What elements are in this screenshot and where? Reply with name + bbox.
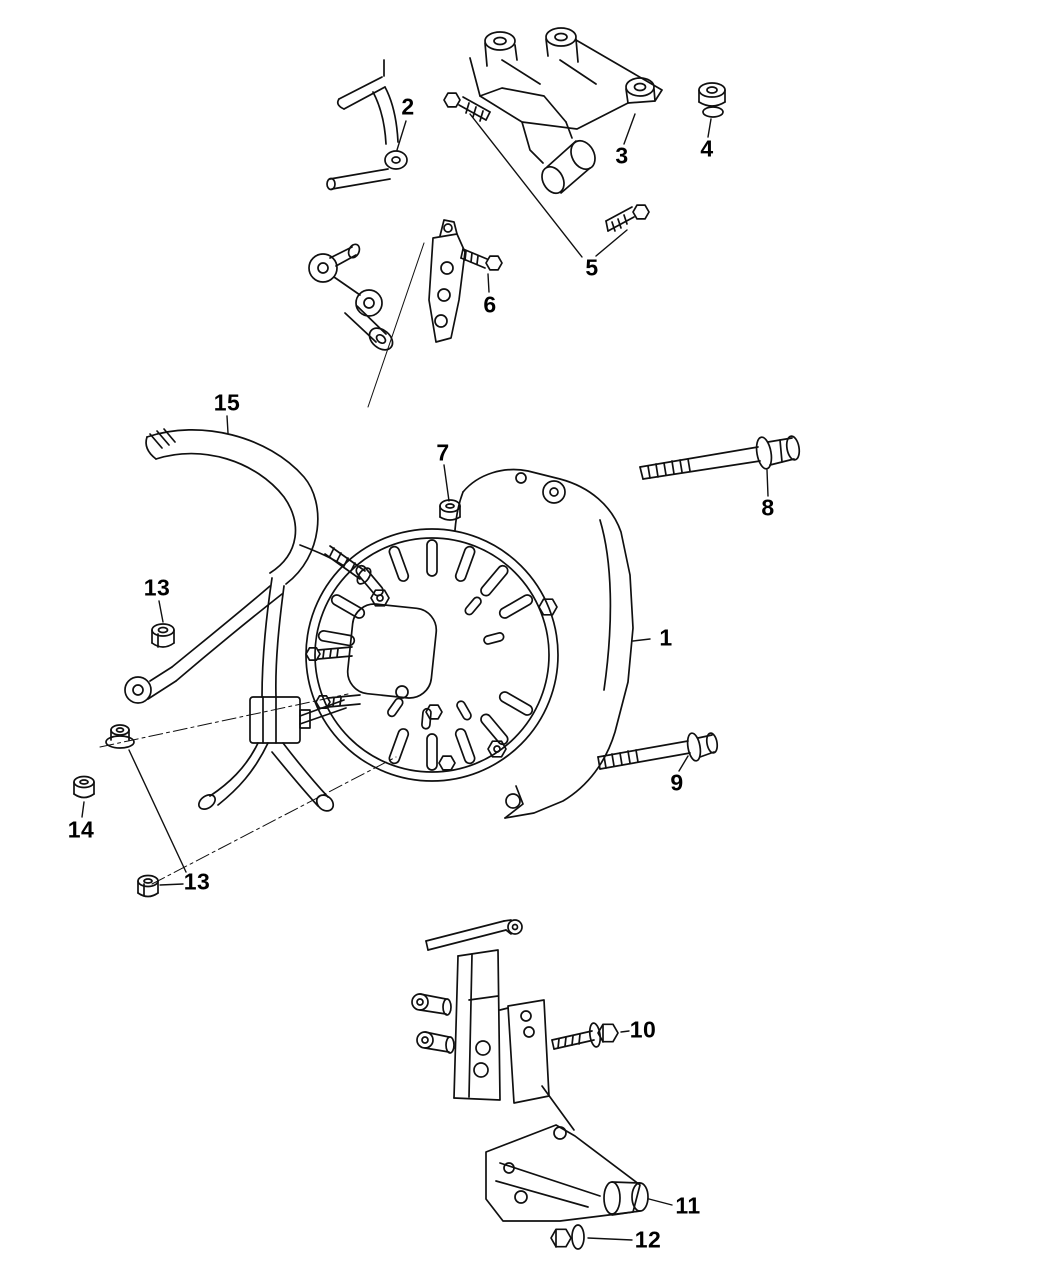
bolt-10 [551, 1022, 619, 1050]
centerlines [99, 242, 425, 885]
nut-13-lower [137, 874, 159, 898]
part-1-alternator [305, 468, 634, 819]
callout-1: 1 [659, 624, 673, 651]
callout-9: 9 [670, 769, 684, 796]
nut-4 [698, 82, 726, 118]
callout-13-b: 13 [183, 868, 211, 895]
bolt-12 [550, 1224, 585, 1250]
callout-15: 15 [213, 389, 241, 416]
nut-7 [439, 499, 461, 521]
callout-4: 4 [700, 135, 714, 162]
callout-3: 3 [615, 142, 629, 169]
callout-14: 14 [67, 816, 95, 843]
part-11-pivot-bracket [485, 1124, 649, 1222]
bolt-9 [597, 732, 719, 770]
callout-10: 10 [629, 1016, 657, 1043]
callout-6: 6 [483, 291, 497, 318]
bolt-5-upper [443, 92, 491, 122]
part-3-mounting-bracket [469, 27, 663, 195]
part-link-bracket [308, 243, 394, 351]
callout-5: 5 [585, 254, 599, 281]
part-slotted-plate [428, 219, 466, 343]
bolt-6 [460, 248, 503, 271]
callout-7: 7 [436, 439, 450, 466]
nut-13-upper [151, 623, 175, 648]
leader-lines [81, 113, 769, 1241]
pipe-fitting-upper-left [326, 59, 408, 191]
bolt-8 [639, 435, 801, 480]
nut-14 [73, 775, 95, 799]
callout-8: 8 [761, 494, 775, 521]
callout-12: 12 [634, 1226, 662, 1253]
callout-13-a: 13 [143, 574, 171, 601]
callout-2: 2 [401, 93, 415, 120]
callout-11: 11 [675, 1192, 701, 1219]
bolt-5-lower [605, 204, 650, 232]
part-support-bracket-lower [411, 919, 575, 1131]
nut-flanged [105, 724, 135, 749]
part-15-wiring-harness [124, 428, 347, 812]
